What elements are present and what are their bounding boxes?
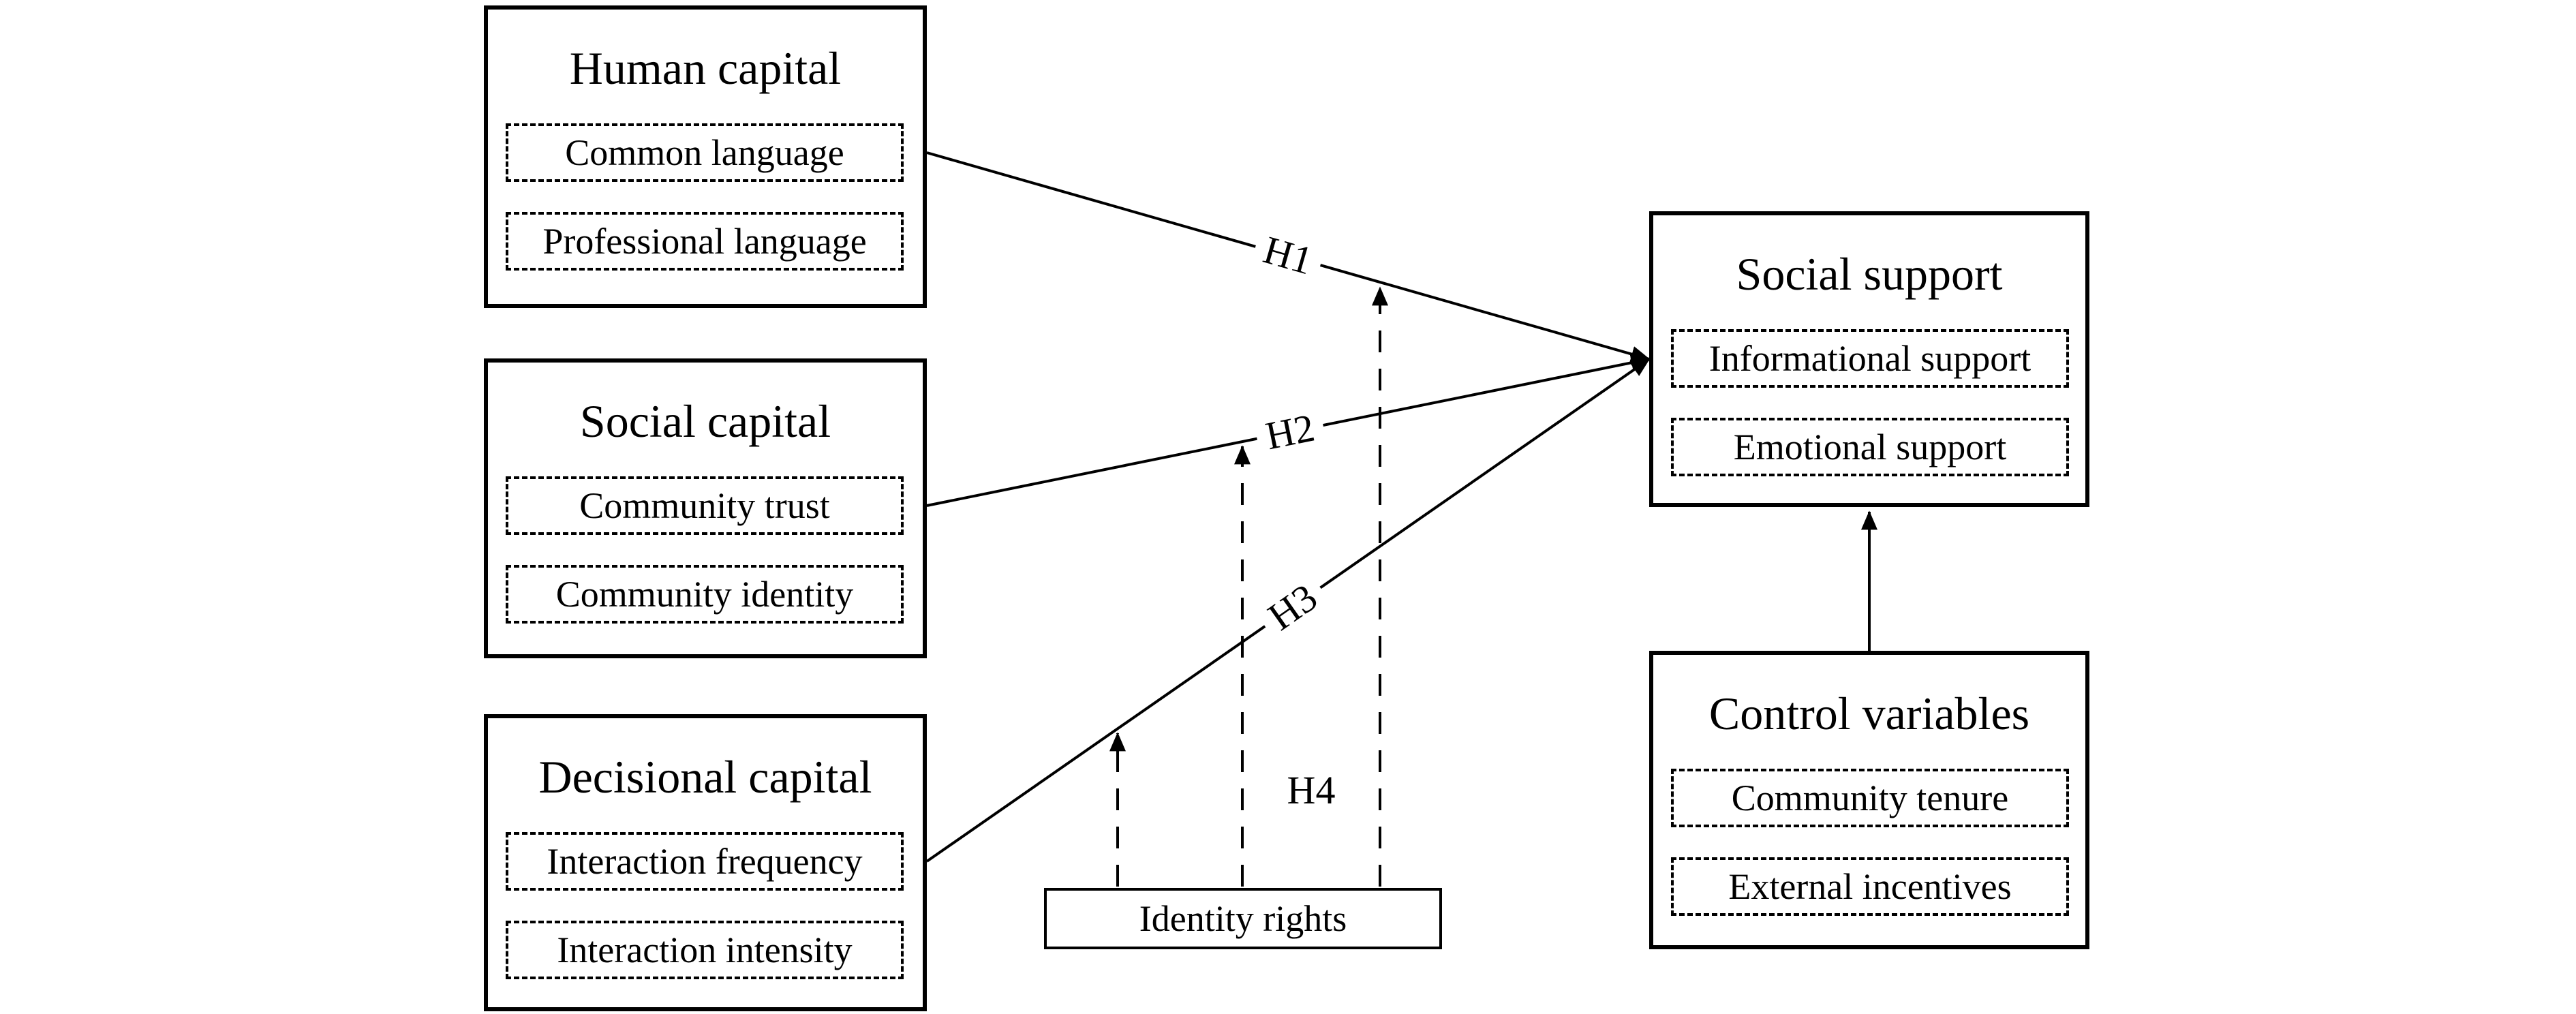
external-incentives-box: External incentives bbox=[1671, 857, 2069, 916]
identity-rights-box: Identity rights bbox=[1044, 888, 1442, 949]
community-trust-box: Community trust bbox=[506, 476, 904, 535]
professional-language-box: Professional language bbox=[506, 212, 904, 271]
human-capital-title: Human capital bbox=[569, 42, 842, 94]
social-support-box: Social support Informational support Emo… bbox=[1649, 211, 2089, 507]
emotional-support-box: Emotional support bbox=[1671, 418, 2069, 476]
social-capital-box: Social capital Community trust Community… bbox=[484, 358, 927, 658]
community-identity-box: Community identity bbox=[506, 565, 904, 624]
decisional-capital-box: Decisional capital Interaction frequency… bbox=[484, 714, 927, 1011]
decisional-capital-title: Decisional capital bbox=[538, 751, 872, 803]
social-support-title: Social support bbox=[1736, 248, 2003, 300]
community-tenure-box: Community tenure bbox=[1671, 769, 2069, 827]
informational-support-box: Informational support bbox=[1671, 329, 2069, 388]
social-capital-title: Social capital bbox=[579, 395, 831, 447]
interaction-intensity-box: Interaction intensity bbox=[506, 921, 904, 979]
interaction-frequency-box: Interaction frequency bbox=[506, 832, 904, 891]
h4-label: H4 bbox=[1277, 769, 1345, 812]
common-language-box: Common language bbox=[506, 123, 904, 182]
control-variables-box: Control variables Community tenure Exter… bbox=[1649, 651, 2089, 949]
control-variables-title: Control variables bbox=[1708, 688, 2030, 739]
human-capital-box: Human capital Common language Profession… bbox=[484, 5, 927, 308]
